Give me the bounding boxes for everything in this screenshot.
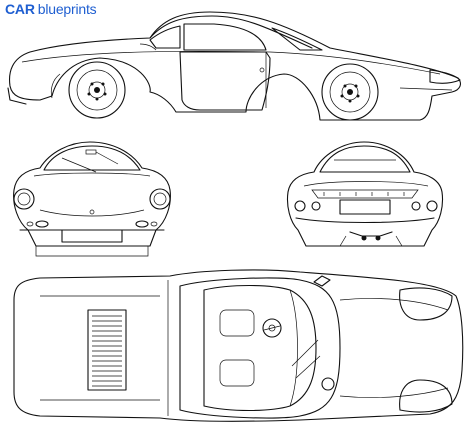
logo-brand: CAR bbox=[5, 1, 35, 17]
site-logo: CAR blueprints bbox=[5, 1, 97, 17]
front-view bbox=[13, 141, 171, 257]
top-view bbox=[13, 269, 464, 422]
side-view bbox=[7, 11, 461, 121]
rear-view bbox=[286, 141, 444, 247]
logo-suffix: blueprints bbox=[37, 1, 97, 17]
